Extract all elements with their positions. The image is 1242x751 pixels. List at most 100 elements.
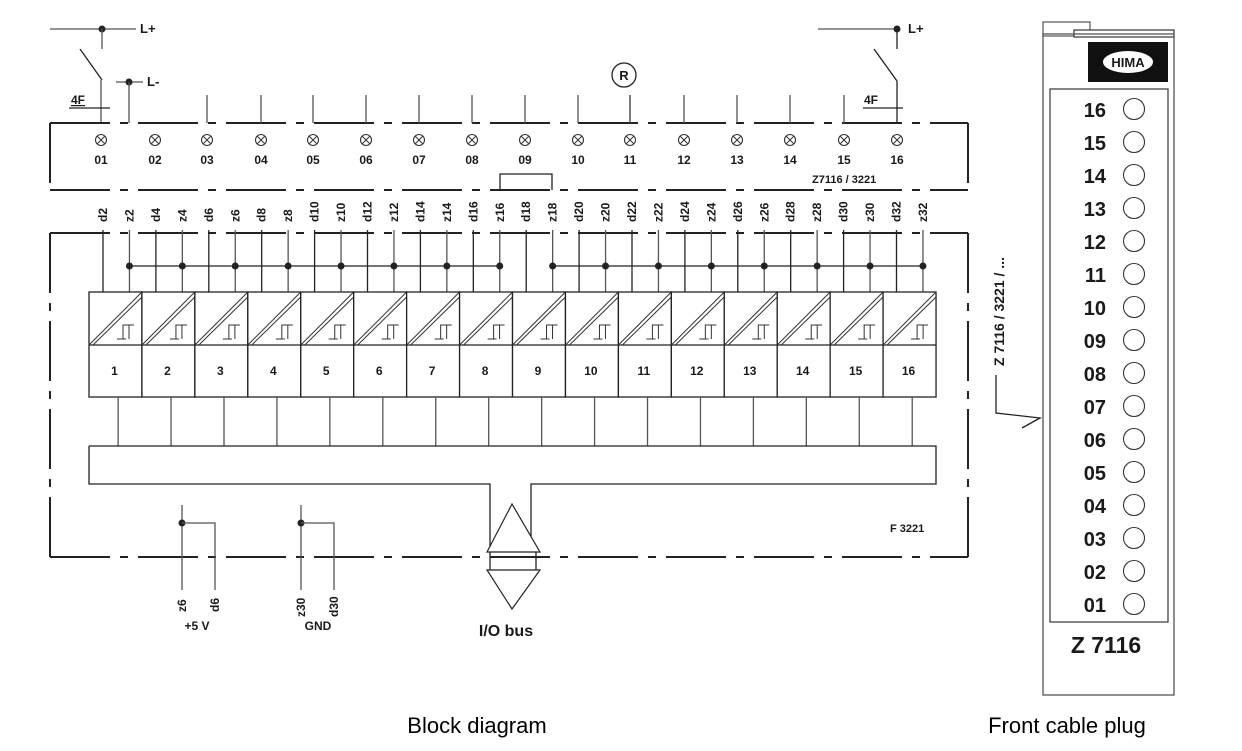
pin-label: d26	[731, 201, 745, 222]
pin-z28: z28	[810, 202, 824, 292]
pin-z8: z8	[281, 209, 295, 292]
terminal-03: 03	[200, 95, 214, 167]
plug-led-01: 01	[1084, 592, 1146, 617]
pin-d18: d18	[519, 201, 533, 292]
channel-1: 1	[88, 291, 143, 446]
power-5v: z6 d6 +5 V	[175, 505, 222, 633]
pin-d24: d24	[678, 201, 692, 292]
pin-label: d28	[784, 201, 798, 222]
terminal-16: 16	[890, 133, 904, 167]
channel-label: 12	[690, 364, 704, 378]
channel-label: 7	[429, 364, 436, 378]
led-icon	[1122, 394, 1146, 418]
pin-d2: d2	[96, 208, 110, 292]
channel-label: 2	[164, 364, 171, 378]
junction-dot	[813, 262, 821, 270]
plug-led-08: 08	[1084, 361, 1146, 386]
optocoupler-icon	[141, 291, 196, 346]
led-icon	[1122, 427, 1146, 451]
pin-z24: z24	[704, 202, 718, 292]
channel-8: 8	[458, 291, 514, 446]
junction-dot	[654, 262, 662, 270]
lamp-icon	[783, 133, 797, 147]
junction-dot	[760, 262, 768, 270]
lamp-icon	[890, 133, 904, 147]
channel-13: 13	[723, 291, 778, 446]
optocoupler-icon	[194, 291, 249, 346]
pin-label: d20	[572, 201, 586, 222]
plug-led-label: 05	[1084, 463, 1106, 485]
plug-led-label: 14	[1084, 166, 1107, 188]
plug-led-12: 12	[1084, 229, 1146, 254]
channel-15: 15	[829, 291, 884, 446]
junction-dot	[919, 262, 927, 270]
terminal-09: 09	[518, 95, 532, 167]
pin-label: z26	[757, 202, 771, 222]
plus5v-label: +5 V	[184, 619, 209, 633]
channel-6: 6	[353, 291, 408, 446]
pin-label: d12	[361, 201, 375, 222]
junction-dot	[496, 262, 504, 270]
lamp-icon	[359, 133, 373, 147]
channel-2: 2	[141, 291, 196, 446]
pin-label: d10	[308, 201, 322, 222]
pin-label: z4	[175, 209, 189, 222]
pin-label: d8	[255, 208, 269, 222]
pin-label: z10	[334, 202, 348, 222]
terminal-label: 02	[148, 153, 162, 167]
pin-z18: z18	[546, 202, 560, 292]
plug-led-label: 10	[1084, 298, 1106, 320]
power-gnd: z30 d30 GND	[294, 505, 341, 633]
module-frame: F 3221	[49, 232, 969, 558]
lamp-icon	[148, 133, 162, 147]
optocoupler-icon	[247, 291, 302, 346]
lamp-icon	[306, 133, 320, 147]
pin-label: z20	[599, 202, 613, 222]
pin-label: z16	[493, 202, 507, 222]
pin-d28: d28	[784, 201, 798, 292]
pin-label: z30	[863, 202, 877, 222]
pin-d32: d32	[890, 201, 904, 292]
plug-led-11: 11	[1085, 262, 1146, 287]
terminal-12: 12	[677, 95, 691, 167]
pin-z6-label: z6	[175, 599, 189, 612]
channel-label: 14	[796, 364, 810, 378]
io-bus-arrow-icon: I/O bus	[479, 502, 542, 640]
plug-led-10: 10	[1084, 295, 1146, 320]
pin-z12: z12	[387, 202, 401, 292]
channel-label: 16	[902, 364, 916, 378]
connector-label: Z7116 / 3221	[812, 174, 876, 186]
terminal-14: 14	[783, 95, 797, 167]
channel-label: 4	[270, 364, 277, 378]
plug-led-label: 09	[1084, 331, 1106, 353]
channel-12: 12	[670, 291, 725, 446]
left-l-plus-label: L+	[140, 21, 156, 36]
channel-3: 3	[194, 291, 249, 446]
pin-d30: d30	[837, 201, 851, 292]
lamp-icon	[730, 133, 744, 147]
right-supply: L+ 4F	[818, 21, 924, 123]
terminal-04: 04	[254, 95, 268, 167]
led-icon	[1122, 559, 1146, 583]
pin-d4: d4	[149, 208, 163, 292]
plug-led-label: 15	[1084, 133, 1106, 155]
junction-dot	[602, 262, 610, 270]
led-icon	[1122, 262, 1146, 286]
led-icon	[1122, 328, 1146, 352]
plug-led-06: 06	[1084, 427, 1146, 452]
pin-label: z2	[122, 209, 136, 222]
terminal-label: 09	[518, 153, 532, 167]
pin-z2: z2	[122, 209, 136, 292]
junction-dot	[390, 262, 398, 270]
gnd-label: GND	[305, 619, 332, 633]
pin-d26: d26	[731, 201, 745, 292]
optocoupler-icon	[406, 291, 460, 346]
terminal-label: 06	[359, 153, 373, 167]
led-icon	[1122, 295, 1146, 319]
pin-d12: d12	[361, 201, 375, 292]
plug-led-label: 13	[1084, 199, 1106, 221]
optocoupler-icon	[565, 291, 619, 346]
optocoupler-icon	[723, 291, 778, 346]
